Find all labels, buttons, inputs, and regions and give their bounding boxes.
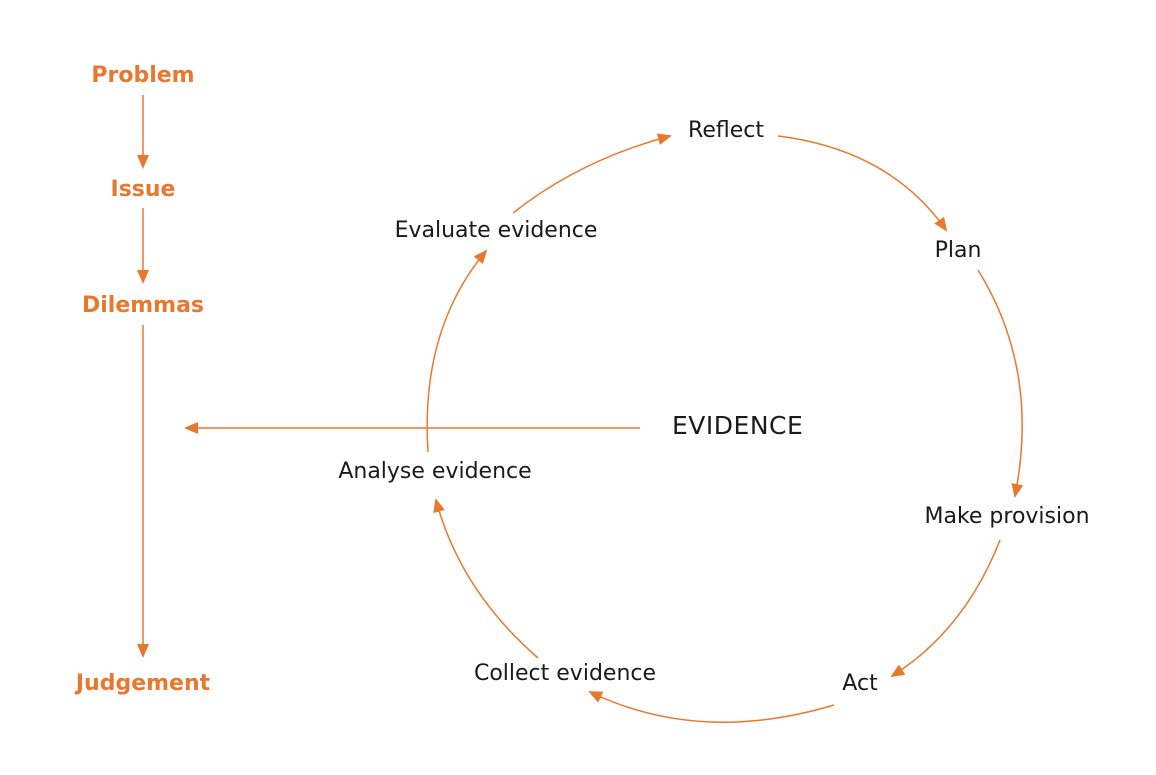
dilemmas-label: Dilemmas — [81, 293, 205, 318]
issue-label: Issue — [110, 177, 176, 202]
make-provision-label: Make provision — [924, 504, 1090, 529]
evidence-label: EVIDENCE — [672, 411, 804, 440]
arrow-analyse-evidence-to-evaluate-evidence — [426, 249, 488, 453]
arrow-collect-evidence-to-analyse-evidence — [433, 498, 539, 659]
problem-label: Problem — [91, 63, 195, 88]
judgement-label: Judgement — [75, 671, 211, 696]
arrow-act-to-collect-evidence — [588, 691, 835, 723]
arrow-plan-to-make-provision — [977, 269, 1024, 498]
arrow-reflect-to-plan — [777, 135, 948, 232]
act-label: Act — [842, 671, 878, 696]
collect-evidence-label: Collect evidence — [473, 661, 657, 686]
arrow-make-provision-to-act — [890, 539, 1001, 678]
reflect-label: Reflect — [688, 118, 764, 143]
evaluate-evidence-label: Evaluate evidence — [394, 218, 598, 243]
arrow-evaluate-evidence-to-reflect — [512, 133, 672, 214]
plan-label: Plan — [934, 238, 982, 263]
analyse-evidence-label: Analyse evidence — [338, 459, 532, 484]
